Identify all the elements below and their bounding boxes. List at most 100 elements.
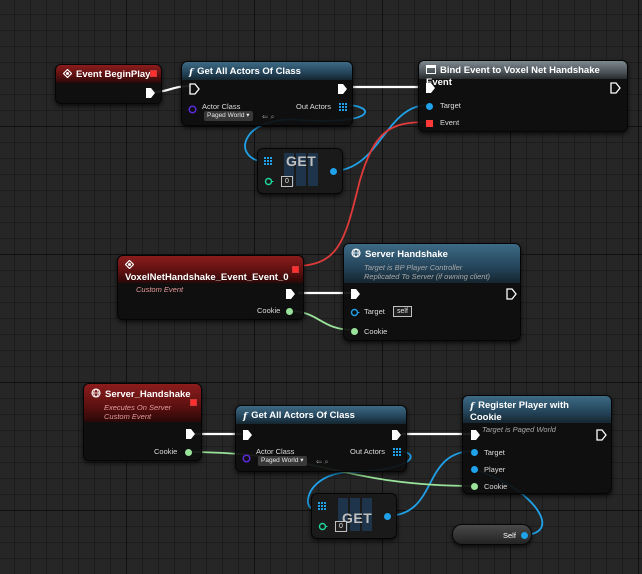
custom-event-header: VoxelNetHandshake_Event_Event_0 Custom E… xyxy=(118,256,303,294)
browse-arrow-icon[interactable]: ⇐ ⌕ xyxy=(316,457,329,466)
exec-in-pin[interactable] xyxy=(189,83,200,95)
out-actors-label: Out Actors xyxy=(296,102,332,111)
get-all-actors-title-2: Get All Actors Of Class xyxy=(251,410,355,421)
get-array-node-2[interactable]: GET 0 xyxy=(311,493,397,539)
object-pin-icon[interactable] xyxy=(520,531,529,540)
server-handshake-call-header: Server Handshake Target is BP Player Con… xyxy=(344,244,520,283)
get-label: GET xyxy=(342,510,373,526)
array-pin-icon[interactable] xyxy=(393,448,401,456)
event-beginplay-header: Event BeginPlay xyxy=(56,65,161,83)
object-pin-icon[interactable] xyxy=(425,102,434,111)
int-pin-icon[interactable] xyxy=(318,522,328,531)
get-label: GET xyxy=(286,153,317,169)
delegate-pin-icon[interactable] xyxy=(150,70,157,77)
object-pin-icon[interactable] xyxy=(329,167,338,176)
get-index-input[interactable]: 0 xyxy=(335,521,347,532)
get-array-node-1[interactable]: GET 0 xyxy=(257,148,343,194)
out-actors-label: Out Actors xyxy=(350,447,386,456)
object-pin-icon[interactable] xyxy=(350,308,360,317)
class-pin-icon[interactable] xyxy=(242,454,251,463)
actor-class-label: Actor Class xyxy=(256,447,295,456)
server-handshake-event-title: Server_Handshake xyxy=(105,389,191,400)
int-pin-icon[interactable] xyxy=(264,177,274,186)
server-handshake-target-self[interactable]: self xyxy=(393,306,412,317)
struct-pin-icon[interactable] xyxy=(285,307,294,316)
self-reference-node[interactable]: Self xyxy=(452,524,532,545)
register-player-label: Player xyxy=(484,465,506,474)
object-pin-icon[interactable] xyxy=(470,448,479,457)
server-handshake-event-header: Server_Handshake Executes On Server Cust… xyxy=(84,384,201,422)
bind-target-label: Target xyxy=(440,101,461,110)
array-pin-icon[interactable] xyxy=(264,157,272,165)
actor-class-label: Actor Class xyxy=(202,102,241,111)
exec-out-pin[interactable] xyxy=(185,428,196,440)
chevron-down-icon: ▾ xyxy=(300,457,304,464)
register-player-title: Register Player with Cookie xyxy=(470,400,569,423)
server-handshake-event-node[interactable]: Server_Handshake Executes On Server Cust… xyxy=(83,383,202,461)
struct-pin-icon[interactable] xyxy=(184,448,193,457)
exec-out-pin[interactable] xyxy=(610,82,621,94)
bind-event-title: Bind Event to Voxel Net Handshake Event xyxy=(426,65,600,88)
event-diamond-icon xyxy=(124,259,135,272)
server-handshake-event-type-note: Custom Event xyxy=(104,412,152,421)
class-pin-icon[interactable] xyxy=(188,105,197,114)
register-target-label: Target xyxy=(484,448,505,457)
browse-arrow-icon[interactable]: ⇐ ⌕ xyxy=(262,112,275,121)
actor-class-value: Paged World xyxy=(261,457,299,464)
get-all-actors-title-1: Get All Actors Of Class xyxy=(197,66,301,77)
custom-event-title: VoxelNetHandshake_Event_Event_0 xyxy=(125,272,289,283)
bind-event-icon xyxy=(426,65,436,77)
delegate-pin-icon[interactable] xyxy=(190,399,197,406)
exec-out-pin[interactable] xyxy=(337,83,348,95)
exec-out-pin[interactable] xyxy=(596,429,607,441)
actor-class-dropdown[interactable]: Paged World ▾ xyxy=(204,111,253,121)
struct-pin-icon[interactable] xyxy=(470,482,479,491)
server-handshake-call-title: Server Handshake xyxy=(365,249,448,260)
get-index-input[interactable]: 0 xyxy=(281,176,293,187)
function-icon: f xyxy=(189,67,194,78)
custom-event-node[interactable]: VoxelNetHandshake_Event_Event_0 Custom E… xyxy=(117,255,304,320)
object-pin-icon[interactable] xyxy=(383,512,392,521)
array-pin-icon[interactable] xyxy=(339,103,347,111)
network-event-icon xyxy=(351,248,361,261)
exec-in-pin[interactable] xyxy=(470,429,481,441)
delegate-pin-icon[interactable] xyxy=(426,120,433,127)
exec-out-pin[interactable] xyxy=(285,288,296,300)
server-handshake-event-exec-note: Executes On Server xyxy=(104,403,172,412)
custom-event-subtitle: Custom Event xyxy=(136,285,184,294)
function-icon: f xyxy=(470,401,475,412)
exec-out-pin[interactable] xyxy=(145,87,156,99)
server-handshake-target-note: Target is BP Player Controller xyxy=(364,263,463,272)
server-handshake-target-label: Target xyxy=(364,307,385,316)
custom-cookie-label: Cookie xyxy=(257,306,281,315)
self-label: Self xyxy=(503,531,516,540)
struct-pin-icon[interactable] xyxy=(350,327,359,336)
bind-event-node[interactable]: Bind Event to Voxel Net Handshake Event … xyxy=(418,60,628,132)
exec-in-pin[interactable] xyxy=(425,82,436,94)
actor-class-value: Paged World xyxy=(207,112,245,119)
exec-out-pin[interactable] xyxy=(506,288,517,300)
event-diamond-icon xyxy=(62,68,73,81)
exec-out-pin[interactable] xyxy=(391,429,402,441)
delegate-pin-icon[interactable] xyxy=(292,266,299,273)
register-player-target-note: Target is Paged World xyxy=(482,425,556,434)
exec-in-pin[interactable] xyxy=(242,429,253,441)
event-beginplay-node[interactable]: Event BeginPlay xyxy=(55,64,162,104)
server-event-cookie-label: Cookie xyxy=(154,447,178,456)
function-icon: f xyxy=(243,411,248,422)
bind-event-header: Bind Event to Voxel Net Handshake Event xyxy=(419,61,627,88)
chevron-down-icon: ▾ xyxy=(246,112,250,119)
array-pin-icon[interactable] xyxy=(318,502,326,510)
server-handshake-call-node[interactable]: Server Handshake Target is BP Player Con… xyxy=(343,243,521,341)
actor-class-dropdown[interactable]: Paged World ▾ xyxy=(258,456,307,466)
object-pin-icon[interactable] xyxy=(470,465,479,474)
network-event-icon xyxy=(91,388,101,401)
event-beginplay-title: Event BeginPlay xyxy=(76,69,151,80)
exec-in-pin[interactable] xyxy=(350,288,361,300)
